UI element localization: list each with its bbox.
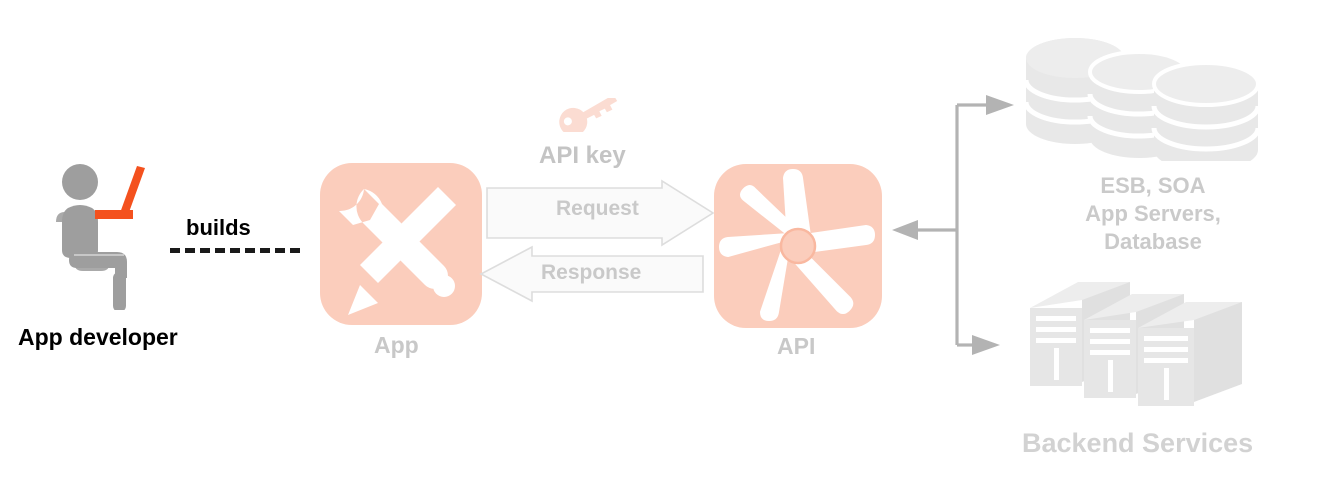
orthogonal-connector-icon [892,95,1014,355]
app-label: App [374,332,419,358]
backend-connector [890,85,1020,365]
key-icon [556,98,624,132]
server-racks-icon [1026,278,1256,408]
response-label: Response [541,261,642,284]
builds-label: builds [186,215,251,240]
request-label: Request [556,197,639,220]
wrench-and-pencil-icon [339,187,456,315]
arrow-right-icon [486,179,715,247]
data-tier-label: ESB, SOA App Servers, Database [1063,172,1243,256]
backend-services-label: Backend Services [1022,428,1254,458]
arrowhead-to-servers [972,335,1000,355]
app-developer-icon [40,160,175,310]
builds-dashed-line [170,248,300,253]
app-developer-label: App developer [18,324,178,350]
request-arrow [484,178,716,248]
data-tier-line-3: Database [1104,229,1202,254]
person-sitting-with-laptop-icon [56,164,145,310]
api-key-label: API key [539,142,626,169]
arrowhead-to-database [986,95,1014,115]
response-arrow [478,243,706,305]
arrowhead-to-api [892,220,918,240]
database-stack-icon [1020,36,1270,161]
arrow-left-icon [479,245,704,303]
data-tier-line-2: App Servers, [1085,201,1221,226]
api-label: API [777,333,816,359]
api-star-burst-icon [719,169,875,321]
data-tier-line-1: ESB, SOA [1100,173,1206,198]
app-node[interactable] [320,163,482,325]
api-node[interactable] [714,164,882,328]
